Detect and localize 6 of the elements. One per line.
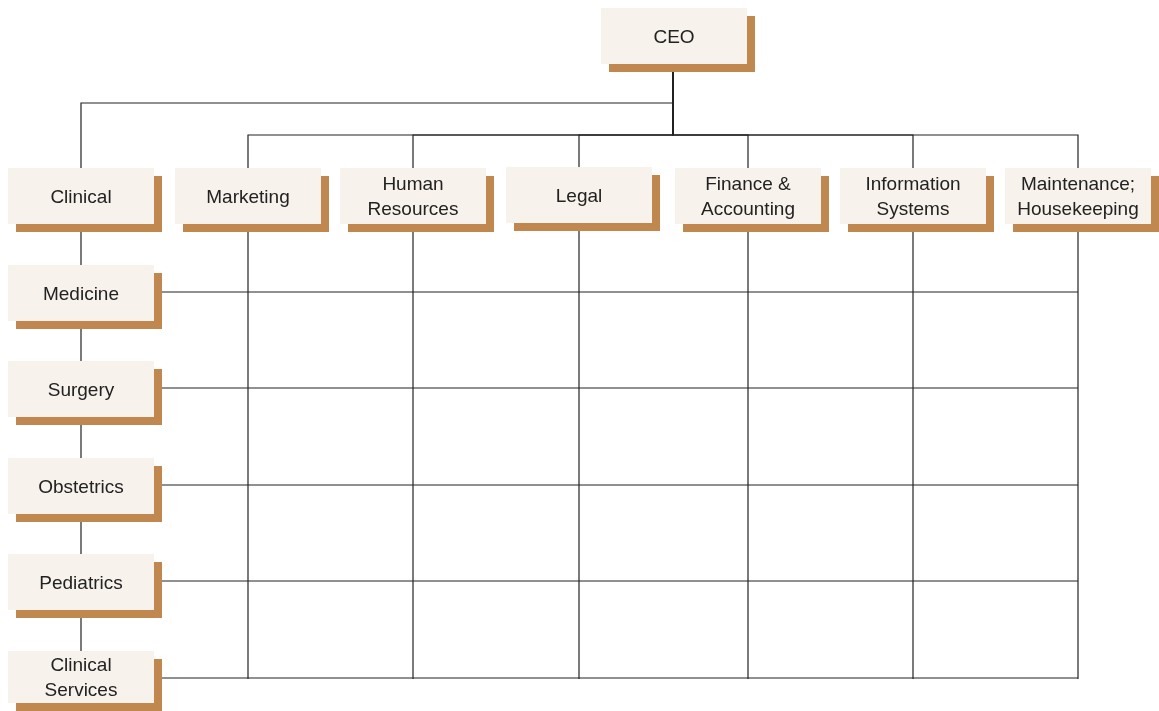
connector-line xyxy=(80,424,82,459)
connector-line xyxy=(80,617,82,652)
connector-line xyxy=(80,231,82,266)
connector-line xyxy=(80,328,82,362)
connector-line xyxy=(672,71,1079,169)
connector-line xyxy=(80,521,82,555)
